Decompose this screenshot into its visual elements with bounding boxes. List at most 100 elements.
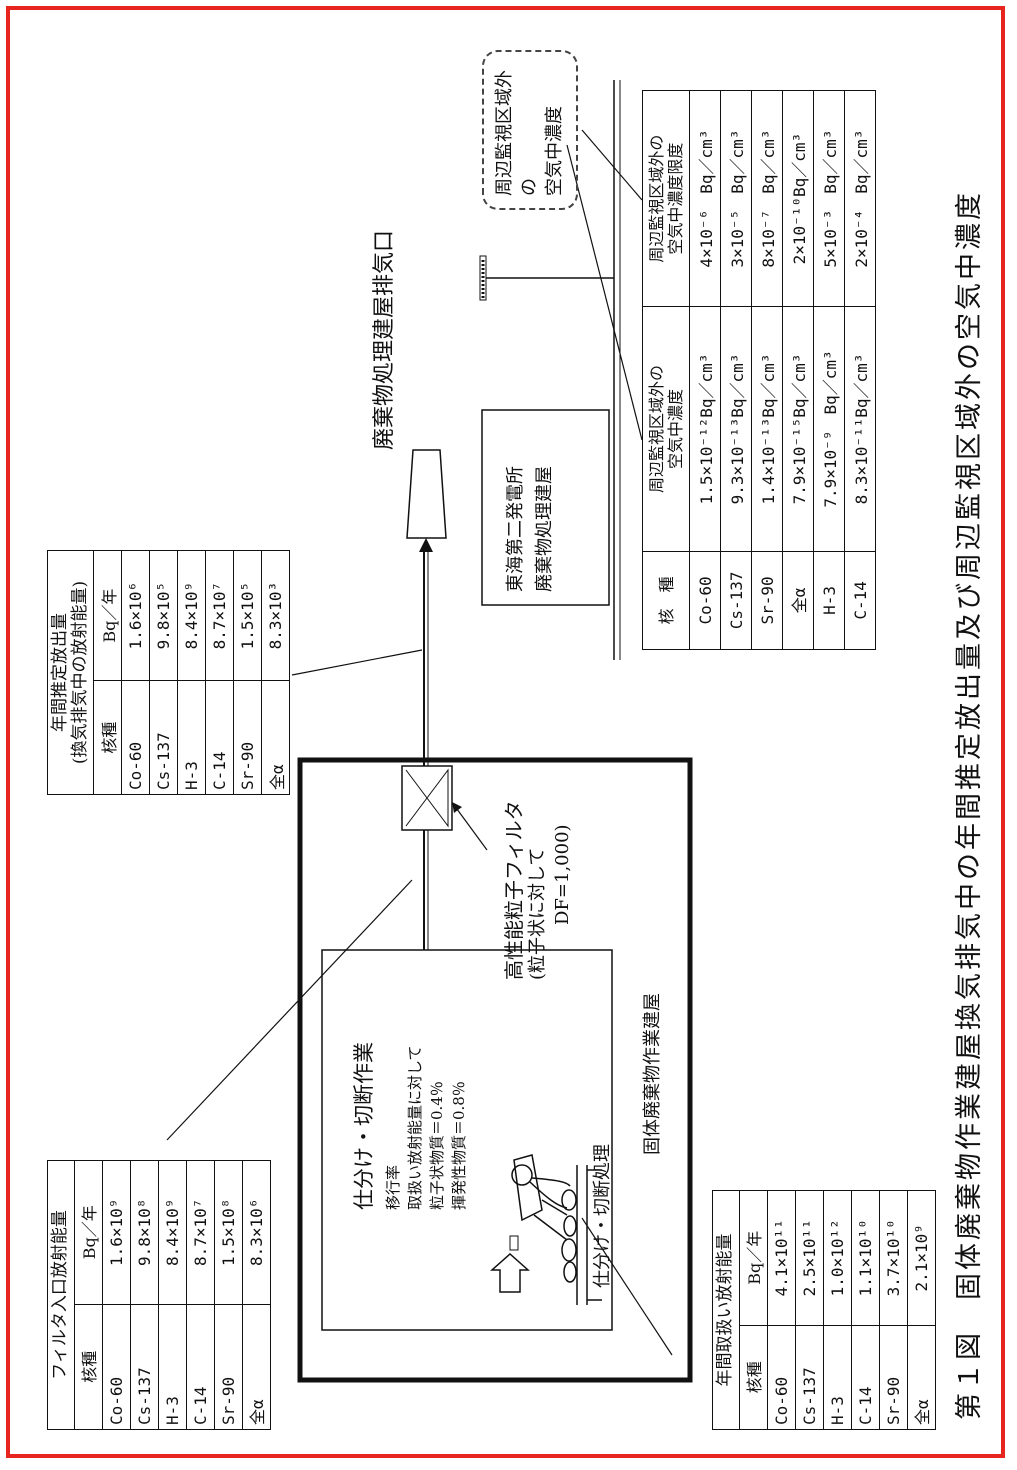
nuclide-cell: Sr-90: [751, 551, 783, 650]
volatile-rate: 揮発性物質＝0.8％: [450, 1081, 468, 1210]
worker-figure: [511, 1154, 602, 1305]
nuclide-cell: Co-60: [102, 1304, 131, 1430]
concentration-cell: 9.3×10⁻¹³Bq／cm³: [720, 306, 752, 552]
nuclide-cell: C-14: [186, 1304, 215, 1430]
particulate-rate: 粒子状物質＝0.4％: [428, 1081, 446, 1210]
nuclide-cell: Co-60: [121, 680, 150, 795]
page-border: [6, 6, 1005, 1458]
nuclide-cell: 全α: [782, 551, 814, 650]
concentration-header-limit: 周辺監視区域外の 空気中濃度限度: [642, 90, 690, 307]
value-cell: 1.1×10¹⁰: [851, 1190, 880, 1326]
hepa-filter-zigzag: [405, 768, 449, 828]
processing-building-label: 東海第二発電所 廃棄物処理建屋: [505, 466, 555, 592]
duct-arrowhead: [419, 538, 433, 552]
concentration-header-nuclide: 核 種: [642, 551, 690, 650]
annual-release-header-nuclide: 核種: [93, 680, 122, 795]
figure-caption: 第１図 固体廃棄物作業建屋換気排気中の年間推定放出量及び周辺監視区域外の空気中濃…: [954, 190, 985, 1420]
value-cell: 8.7×10⁷: [205, 550, 234, 681]
nuclide-cell: Sr-90: [233, 680, 262, 795]
value-cell: 8.3×10³: [261, 550, 290, 681]
solid-waste-building-label: 固体廃棄物作業建屋: [642, 993, 663, 1155]
nuclide-cell: 全α: [242, 1304, 271, 1430]
limit-cell: 2×10⁻¹⁰Bq／cm³: [782, 90, 814, 307]
solid-waste-building-outline: [297, 757, 693, 1383]
nuclide-cell: Sr-90: [879, 1325, 908, 1430]
concentration-cell: 7.9×10⁻¹⁵Bq／cm³: [782, 306, 814, 552]
diagram-stage: 仕分け・切断作業 移行率 取扱い放射能量に対して 粒子状物質＝0.4％ 揮発性物…: [22, 20, 1002, 1450]
filter-inlet-title: フィルタ入口放射能量: [47, 1160, 75, 1430]
value-cell: 2.5×10¹¹: [795, 1190, 824, 1326]
annual-release-title: 年間推定放出量: [50, 613, 70, 732]
concentration-cell: 7.9×10⁻⁹ Bq／cm³: [813, 306, 845, 552]
filter-inlet-header-unit: Bq／年: [74, 1160, 103, 1305]
boundary-note: 周辺監視区域外の 空気中濃度: [482, 50, 578, 210]
nuclide-cell: Cs-137: [149, 680, 178, 795]
value-cell: 1.6×10⁶: [121, 550, 150, 681]
nuclide-cell: Cs-137: [130, 1304, 159, 1430]
value-cell: 1.6×10⁹: [102, 1160, 131, 1305]
limit-cell: 4×10⁻⁶ Bq／cm³: [689, 90, 721, 307]
hepa-note: (粒子状に対して: [527, 847, 548, 980]
small-marker: [509, 1235, 519, 1251]
hepa-filter-label: 高性能粒子フィルタ: [502, 800, 526, 980]
annual-handling-title: 年間取扱い放射能量: [712, 1190, 740, 1430]
leader-annual-release: [291, 649, 423, 676]
value-cell: 1.0×10¹²: [823, 1190, 852, 1326]
limit-cell: 5×10⁻³ Bq／cm³: [813, 90, 845, 307]
nuclide-cell: C-14: [205, 680, 234, 795]
limit-cell: 8×10⁻⁷ Bq／cm³: [751, 90, 783, 307]
limit-cell: 3×10⁻⁵ Bq／cm³: [720, 90, 752, 307]
exhaust-stack: [406, 449, 447, 539]
concentration-cell: 1.4×10⁻¹³Bq／cm³: [751, 306, 783, 552]
nuclide-cell: Co-60: [689, 551, 721, 650]
nuclide-cell: Co-60: [767, 1325, 796, 1430]
value-cell: 2.1×10⁹: [907, 1190, 936, 1326]
nuclide-cell: Cs-137: [720, 551, 752, 650]
nuclide-cell: Cs-137: [795, 1325, 824, 1430]
concentration-cell: 1.5×10⁻¹²Bq／cm³: [689, 306, 721, 552]
hollow-up-arrow: [490, 1252, 530, 1293]
leader-work-area: [581, 1217, 673, 1356]
nuclide-cell: C-14: [851, 1325, 880, 1430]
annual-release-title-cell: 年間推定放出量 (換気排気中の放射能量): [47, 550, 94, 795]
nuclide-cell: 全α: [907, 1325, 936, 1430]
value-cell: 8.4×10⁹: [158, 1160, 187, 1305]
concentration-header-conc: 周辺監視区域外の 空気中濃度: [642, 306, 690, 552]
filter-inlet-header-nuclide: 核種: [74, 1304, 103, 1430]
value-cell: 8.3×10⁶: [242, 1160, 271, 1305]
value-cell: 9.8×10⁸: [130, 1160, 159, 1305]
leader-concentration-2: [581, 129, 643, 201]
nuclide-cell: C-14: [844, 551, 876, 650]
value-cell: 4.1×10¹¹: [767, 1190, 796, 1326]
nuclide-cell: H-3: [823, 1325, 852, 1430]
nuclide-cell: H-3: [813, 551, 845, 650]
hepa-df: DF=1,000): [552, 824, 573, 925]
work-label: 仕分け・切断処理: [592, 1144, 613, 1288]
annual-handling-header-nuclide: 核種: [739, 1325, 768, 1430]
leader-filter-inlet: [166, 879, 413, 1141]
nuclide-cell: H-3: [158, 1304, 187, 1430]
